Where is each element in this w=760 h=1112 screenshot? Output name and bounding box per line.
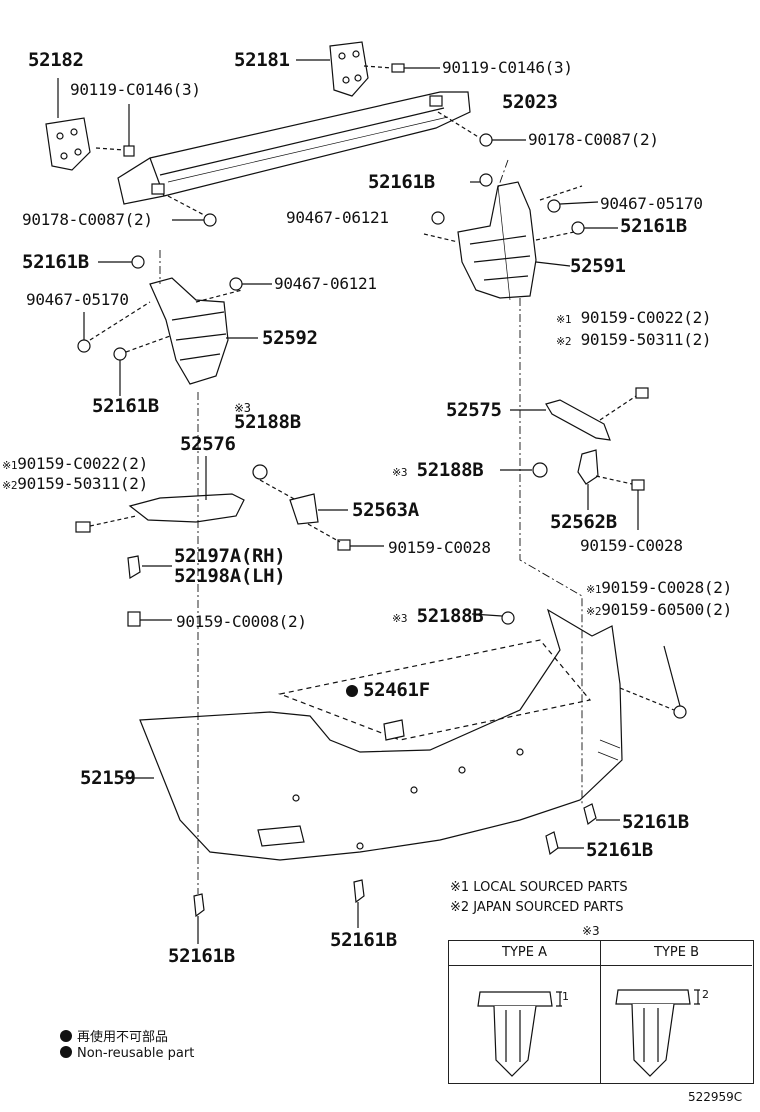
diagram-id: 522959C xyxy=(688,1090,743,1104)
label-52161b-e: 52161B xyxy=(622,811,689,833)
label-52023: 52023 xyxy=(502,91,558,113)
label-90159-c0022-right: ※1 90159-C0022(2) xyxy=(556,308,712,330)
ref-mark-1: ※1 xyxy=(556,313,572,326)
bracket-52181 xyxy=(296,41,369,97)
bracket-52575 xyxy=(510,387,649,441)
side-retainer-52592 xyxy=(77,255,272,396)
label-90159-c0028-b: 90159-C0028 xyxy=(580,536,683,555)
lead-lines xyxy=(159,159,583,894)
label-90159-c0028-a: 90159-C0028 xyxy=(388,538,491,557)
label-text: 52188B xyxy=(416,459,484,481)
label-text: 52461F xyxy=(363,679,430,701)
label-52182: 52182 xyxy=(28,49,84,71)
label-52188b-c: ※3 52188B xyxy=(392,605,484,629)
label-52161b-f: 52161B xyxy=(586,839,653,861)
label-52562b: 52562B xyxy=(550,511,617,533)
legend-text: Non-reusable part xyxy=(77,1046,195,1061)
label-90119-c0146-left: 90119-C0146(3) xyxy=(70,80,201,99)
side-retainer-52591 xyxy=(423,173,618,301)
ref-mark-2: ※2 xyxy=(556,335,572,348)
label-52181: 52181 xyxy=(234,49,290,71)
bumper-cover-52159 xyxy=(120,608,687,861)
ref-mark-1: ※1 xyxy=(2,459,18,472)
legend-dot xyxy=(60,1046,72,1058)
label-text: 90159-50311(2) xyxy=(17,474,148,493)
label-text: 90159-C0028(2) xyxy=(601,578,732,597)
label-90467-06121-left: 90467-06121 xyxy=(274,274,377,293)
label-90159-60500: ※290159-60500(2) xyxy=(586,600,732,622)
table-divider xyxy=(600,941,601,1083)
label-90119-c0146-top: 90119-C0146(3) xyxy=(442,58,573,77)
label-90159-c0028-2: ※190159-C0028(2) xyxy=(586,578,732,600)
legend-english: Non-reusable part xyxy=(60,1046,194,1061)
label-90467-05170-right: 90467-05170 xyxy=(600,194,703,213)
label-52563a: 52563A xyxy=(352,499,419,521)
non-reusable-dot xyxy=(346,685,358,697)
label-52161b-g: 52161B xyxy=(330,929,397,951)
label-52159: 52159 xyxy=(80,767,136,789)
label-52161b-c: 52161B xyxy=(22,251,89,273)
label-text: 90159-60500(2) xyxy=(601,600,732,619)
clips-and-brackets xyxy=(252,449,645,551)
label-90467-06121-mid: 90467-06121 xyxy=(286,208,389,227)
reinforcement-bar-52023 xyxy=(117,91,471,205)
bracket-52182 xyxy=(45,78,91,171)
fasteners-top xyxy=(95,63,526,227)
bracket-52576 xyxy=(75,456,245,533)
ref-mark-3: ※3 xyxy=(392,612,408,625)
label-text: 90159-C0022(2) xyxy=(580,308,712,327)
legend-japanese: 再使用不可部品 xyxy=(60,1026,168,1045)
type-b-header: TYPE B xyxy=(601,941,752,966)
label-52161b-a: 52161B xyxy=(368,171,435,193)
ref-mark-3-a: ※3 xyxy=(234,401,251,415)
clip-type-drawings xyxy=(477,989,700,1077)
legend-text: 再使用不可部品 xyxy=(77,1030,169,1045)
label-90467-05170-left: 90467-05170 xyxy=(26,290,129,309)
label-90159-50311-left: ※290159-50311(2) xyxy=(2,474,148,496)
label-text: 52188B xyxy=(416,605,484,627)
clip-type-table: TYPE A TYPE B xyxy=(448,940,754,1084)
label-90178-c0087-right: 90178-C0087(2) xyxy=(528,130,659,149)
label-90159-c0008: 90159-C0008(2) xyxy=(176,612,307,631)
label-52161b-d: 52161B xyxy=(92,395,159,417)
label-52591: 52591 xyxy=(570,255,626,277)
label-52188b-b: ※3 52188B xyxy=(392,459,484,483)
label-52575: 52575 xyxy=(446,399,502,421)
legend-dot xyxy=(60,1030,72,1042)
label-52576: 52576 xyxy=(180,433,236,455)
label-52197a: 52197A(RH) xyxy=(174,545,286,567)
label-52592: 52592 xyxy=(262,327,318,349)
ref-mark-2: ※2 xyxy=(2,479,18,492)
note-local-sourced: ※1 LOCAL SOURCED PARTS xyxy=(450,880,628,895)
label-text: 90159-50311(2) xyxy=(580,330,712,349)
label-90159-50311-right: ※2 90159-50311(2) xyxy=(556,330,712,352)
dimension-type-a: 1 xyxy=(562,990,569,1003)
dimension-type-b: 2 xyxy=(702,988,709,1001)
note-japan-sourced: ※2 JAPAN SOURCED PARTS xyxy=(450,900,624,915)
label-52188b-a: 52188B xyxy=(234,411,301,433)
bottom-clips xyxy=(193,803,620,944)
label-52198a: 52198A(LH) xyxy=(174,565,286,587)
ref-mark-1: ※1 xyxy=(586,583,602,596)
label-90159-c0022-left: ※190159-C0022(2) xyxy=(2,454,148,476)
type-a-header: TYPE A xyxy=(449,941,601,966)
label-90178-c0087-left: 90178-C0087(2) xyxy=(22,210,153,229)
table-ref-mark: ※3 xyxy=(582,924,600,938)
ref-mark-2: ※2 xyxy=(586,605,602,618)
label-52461f: 52461F xyxy=(346,680,430,700)
clip-52197A xyxy=(127,555,172,627)
label-52161b-b: 52161B xyxy=(620,215,687,237)
ref-mark-3: ※3 xyxy=(392,466,408,479)
label-text: 90159-C0022(2) xyxy=(17,454,148,473)
label-52161b-h: 52161B xyxy=(168,945,235,967)
